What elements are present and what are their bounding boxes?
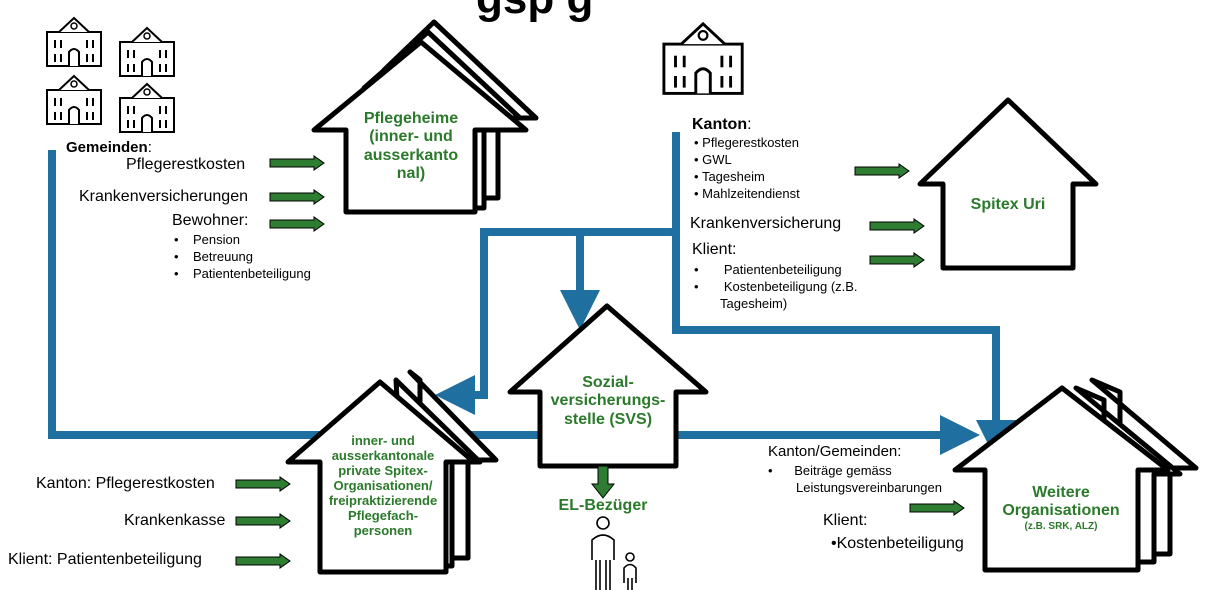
green-arrow-kanton-spitex	[854, 163, 910, 179]
weitere-klient-item: •Kostenbeteiligung	[831, 535, 964, 552]
gemeinden-heading: Gemeinden:	[66, 139, 152, 156]
private-line-5: freipraktizierende	[328, 492, 438, 508]
pflegeheime-label: Pflegeheime (inner- und ausserkanto nal)	[346, 110, 476, 184]
gemeinden-heading-suffix: :	[147, 139, 152, 156]
private-spitex-label: inner- und ausserkantonale private Spite…	[318, 433, 448, 539]
private-line-3: private Spitex-	[338, 462, 428, 478]
pflegeheime-house	[311, 19, 539, 215]
gemeinden-bullet-betreuung-text: Betreuung	[193, 249, 253, 264]
kanton-building-icon	[662, 22, 744, 95]
private-line-1: inner- und	[351, 433, 415, 448]
svs-label: Sozial- versicherungs- stelle (SVS)	[540, 374, 676, 429]
weitere-sub: (z.B. SRK, ALZ)	[1024, 520, 1098, 532]
kanton-klient-bullet-2-text: Kostenbeteiligung (z.B.	[723, 279, 858, 294]
green-arrow-kv-spitex	[869, 218, 925, 234]
weitere-kanton-gemeinden: Kanton/Gemeinden:	[768, 443, 902, 460]
kanton-heading-suffix: :	[747, 116, 752, 133]
kanton-heading: Kanton:	[692, 116, 752, 134]
green-arrow-gemeinden-pflegerestkosten	[269, 155, 325, 171]
gemeinden-bullet-pension: • Pension	[174, 232, 240, 247]
svs-house	[507, 303, 709, 469]
gemeinden-krankenversicherungen: Krankenversicherungen	[79, 188, 248, 205]
kanton-klient: Klient:	[692, 241, 737, 258]
private-spitex-house	[285, 369, 499, 575]
green-arrow-krankenkasse-private	[235, 513, 291, 529]
private-line-2: ausserkantonale	[331, 447, 435, 463]
private-funder-klient: Klient: Patientenbeteiligung	[8, 551, 202, 568]
private-line-4: Organisationen/	[333, 477, 433, 493]
kanton-klient-bullet-2-cont: Tagesheim)	[720, 296, 788, 311]
green-arrow-svs-el	[590, 465, 616, 499]
kanton-bullet-3-text: Tagesheim	[701, 169, 765, 184]
family-person-icon	[591, 516, 637, 590]
weitere-label: Weitere Organisationen (z.B. SRK, ALZ)	[990, 484, 1132, 532]
gemeinden-pflegerestkosten: Pflegerestkosten	[126, 156, 246, 173]
pflegeheime-line-2: (inner- und	[369, 128, 453, 146]
kanton-bullet-4-text: Mahlzeitendienst	[702, 186, 800, 201]
weitere-house	[952, 377, 1199, 573]
el-bezueger-label: EL-Bezüger	[558, 497, 648, 514]
kanton-bullet-2-text: GWL	[702, 152, 732, 167]
pflegeheime-line-1: Pflegeheime	[363, 110, 459, 127]
weitere-line-2: Organisationen	[1002, 502, 1120, 520]
gemeinden-bullet-pension-text: Pension	[193, 232, 240, 247]
spitex-uri-house	[917, 97, 1099, 271]
gemeinden-bewohner: Bewohner:	[172, 212, 249, 229]
weitere-line-1: Weitere	[1032, 484, 1090, 501]
page-title-fragment: gsp g	[476, 0, 593, 25]
private-line-6: Pflegefach-	[347, 507, 419, 523]
green-arrow-weitere	[909, 500, 965, 516]
spitex-uri-label: Spitex Uri	[970, 196, 1046, 213]
green-arrows	[235, 155, 965, 569]
gemeinden-buildings-icon	[46, 17, 175, 133]
kanton-bullet-1-text: Pflegerestkosten	[702, 135, 800, 150]
weitere-bullet-1: • Beiträge gemäss	[768, 463, 892, 478]
pflegeheime-line-4: nal)	[396, 165, 426, 183]
svs-line-2: versicherungs-	[550, 392, 666, 410]
gemeinden-heading-label: Gemeinden	[66, 139, 148, 156]
gemeinden-bullet-betreuung: • Betreuung	[174, 249, 253, 264]
kanton-heading-label: Kanton	[692, 116, 748, 133]
private-line-7: personen	[353, 522, 413, 538]
kanton-krankenversicherung: Krankenversicherung	[690, 215, 842, 232]
green-arrow-klient-spitex	[869, 252, 925, 268]
kanton-bullet-1: • Pflegerestkosten	[694, 135, 800, 150]
weitere-klient: Klient:	[823, 512, 868, 529]
svs-line-3: stelle (SVS)	[563, 410, 653, 428]
kanton-bullet-3: • Tagesheim	[694, 169, 765, 184]
weitere-bullet-1-cont: Leistungsvereinbarungen	[796, 480, 942, 495]
kanton-klient-bullet-2: • Kostenbeteiligung (z.B.	[694, 279, 858, 294]
kanton-bullet-2: • GWL	[694, 152, 732, 167]
green-arrow-gemeinden-kv	[269, 189, 325, 205]
kanton-klient-bullet-1: • Patientenbeteiligung	[694, 262, 842, 277]
private-funder-krankenkasse: Krankenkasse	[124, 512, 226, 529]
kanton-klient-bullet-1-text: Patientenbeteiligung	[723, 262, 842, 277]
gemeinden-bullet-patientenbeteiligung: • Patientenbeteiligung	[174, 266, 311, 281]
weitere-bullet-1-text: Beiträge gemäss	[794, 463, 892, 478]
pflegeheime-line-3: ausserkanto	[363, 146, 459, 164]
green-arrow-klient-private	[235, 553, 291, 569]
green-arrow-gemeinden-bewohner	[269, 216, 325, 232]
private-funder-kanton: Kanton: Pflegerestkosten	[36, 475, 215, 492]
kanton-bullet-4: • Mahlzeitendienst	[694, 186, 800, 201]
green-arrow-kanton-private	[235, 476, 291, 492]
gemeinden-bullet-patientenbeteiligung-text: Patientenbeteiligung	[193, 266, 311, 281]
svs-line-1: Sozial-	[582, 374, 634, 391]
